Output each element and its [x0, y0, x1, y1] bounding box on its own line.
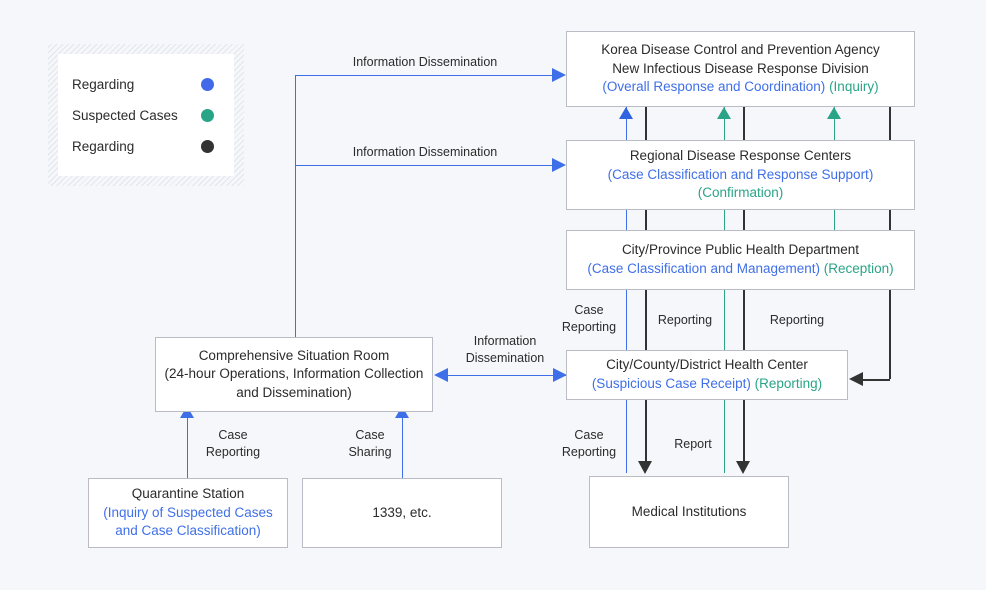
- black-dot-icon: [201, 139, 214, 153]
- bidirectional-dissemination-line: [446, 375, 566, 376]
- label-reporting-b: Reporting: [769, 313, 825, 327]
- label-information-dissemination-mid: Information Dissemination: [352, 145, 498, 159]
- city-province-line-2: (Case Classification and Management) (Re…: [587, 260, 893, 279]
- blue-dissemination-to-regional: [295, 165, 554, 166]
- legend-label: Regarding: [72, 138, 135, 154]
- legend-item-suspected-cases: Suspected Cases: [72, 100, 220, 131]
- quarantine-to-situation-line: [187, 412, 188, 478]
- node-kdca[interactable]: Korea Disease Control and Prevention Age…: [566, 31, 915, 107]
- label-information-dissemination-top: Information Dissemination: [352, 55, 498, 69]
- legend-label: Suspected Cases: [72, 107, 178, 123]
- node-hotline-1339[interactable]: 1339, etc.: [302, 478, 502, 548]
- kdca-role-blue: (Overall Response and Coordination): [602, 79, 826, 95]
- node-situation-room[interactable]: Comprehensive Situation Room (24-hour Op…: [155, 337, 433, 412]
- kdca-line-3: (Overall Response and Coordination) (Inq…: [602, 78, 878, 97]
- blue-arrowhead-to-situation-room: [434, 368, 448, 382]
- regional-role-blue: (Case Classification and Response Suppor…: [607, 166, 874, 182]
- label-case-reporting-upper: Case Reporting: [561, 303, 617, 334]
- regional-role-green: (Confirmation): [697, 185, 784, 201]
- situation-room-line-1: Comprehensive Situation Room: [198, 347, 390, 363]
- health-center-line-1: City/County/District Health Center: [606, 357, 808, 373]
- blue-channel-line: [626, 107, 627, 473]
- quarantine-line-1: Quarantine Station: [131, 486, 245, 502]
- blue-arrow-to-kdca: [619, 107, 633, 119]
- blue-dot-icon: [201, 77, 214, 91]
- situation-room-line-3: and Dissemination): [236, 384, 352, 400]
- node-quarantine-station[interactable]: Quarantine Station (Inquiry of Suspected…: [88, 478, 288, 548]
- blue-arrowhead-kdca: [552, 68, 566, 82]
- legend-label: Regarding: [72, 76, 135, 92]
- flow-legend: Regarding Suspected Cases Regarding: [48, 44, 244, 186]
- blue-arrowhead-regional: [552, 158, 566, 172]
- black-arrow-to-medical-b: [736, 461, 750, 474]
- label-report: Report: [674, 437, 712, 451]
- situation-room-line-2: (24-hour Operations, Information Collect…: [164, 366, 424, 382]
- legend-inner: Regarding Suspected Cases Regarding: [58, 54, 234, 176]
- legend-item-regarding-blue: Regarding: [72, 69, 220, 100]
- green-dot-icon: [201, 108, 214, 122]
- label-information-dissemination-center: Information Dissemination: [465, 334, 545, 365]
- kdca-role-green: (Inquiry): [829, 79, 879, 95]
- kdca-line-2: New Infectious Disease Response Division: [612, 60, 869, 76]
- green-arrow-to-kdca-a: [717, 107, 731, 119]
- node-medical-institutions[interactable]: Medical Institutions: [589, 476, 789, 548]
- legend-item-regarding-black: Regarding: [72, 131, 220, 162]
- green-channel-line-a: [724, 107, 725, 473]
- node-health-center[interactable]: City/County/District Health Center (Susp…: [566, 350, 848, 400]
- quarantine-role-line-3: and Case Classification): [115, 523, 261, 539]
- city-province-line-1: City/Province Public Health Department: [621, 242, 860, 258]
- health-center-line-2: (Suspicious Case Receipt) (Reporting): [592, 375, 822, 394]
- city-province-role-green: (Reception): [823, 261, 894, 276]
- kdca-line-1: Korea Disease Control and Prevention Age…: [601, 42, 880, 58]
- black-arrow-into-health-center: [849, 372, 863, 386]
- hotline-label: 1339, etc.: [372, 504, 432, 520]
- regional-line-1: Regional Disease Response Centers: [629, 148, 852, 164]
- node-city-province-health-dept[interactable]: City/Province Public Health Department (…: [566, 230, 915, 290]
- black-return-line-horizontal: [862, 379, 890, 381]
- medical-institutions-label: Medical Institutions: [631, 503, 747, 519]
- green-arrow-to-kdca-b: [827, 107, 841, 119]
- node-regional-centers[interactable]: Regional Disease Response Centers (Case …: [566, 140, 915, 210]
- city-province-role-blue: (Case Classification and Management): [587, 261, 821, 276]
- hotline-to-situation-line: [402, 412, 403, 478]
- black-arrow-to-medical-a: [638, 461, 652, 474]
- health-center-role-blue: (Suspicious Case Receipt): [591, 376, 751, 391]
- label-reporting-a: Reporting: [657, 313, 713, 327]
- label-case-sharing: Case Sharing: [348, 428, 392, 459]
- quarantine-role-line-2: (Inquiry of Suspected Cases: [103, 504, 273, 520]
- blue-arrowhead-to-health-center: [553, 368, 567, 382]
- label-case-reporting-quarantine: Case Reporting: [205, 428, 261, 459]
- health-center-role-green: (Reporting): [754, 376, 823, 391]
- blue-dissemination-bus: [295, 75, 296, 337]
- label-case-reporting-lower: Case Reporting: [561, 428, 617, 459]
- blue-dissemination-to-kdca: [295, 75, 554, 76]
